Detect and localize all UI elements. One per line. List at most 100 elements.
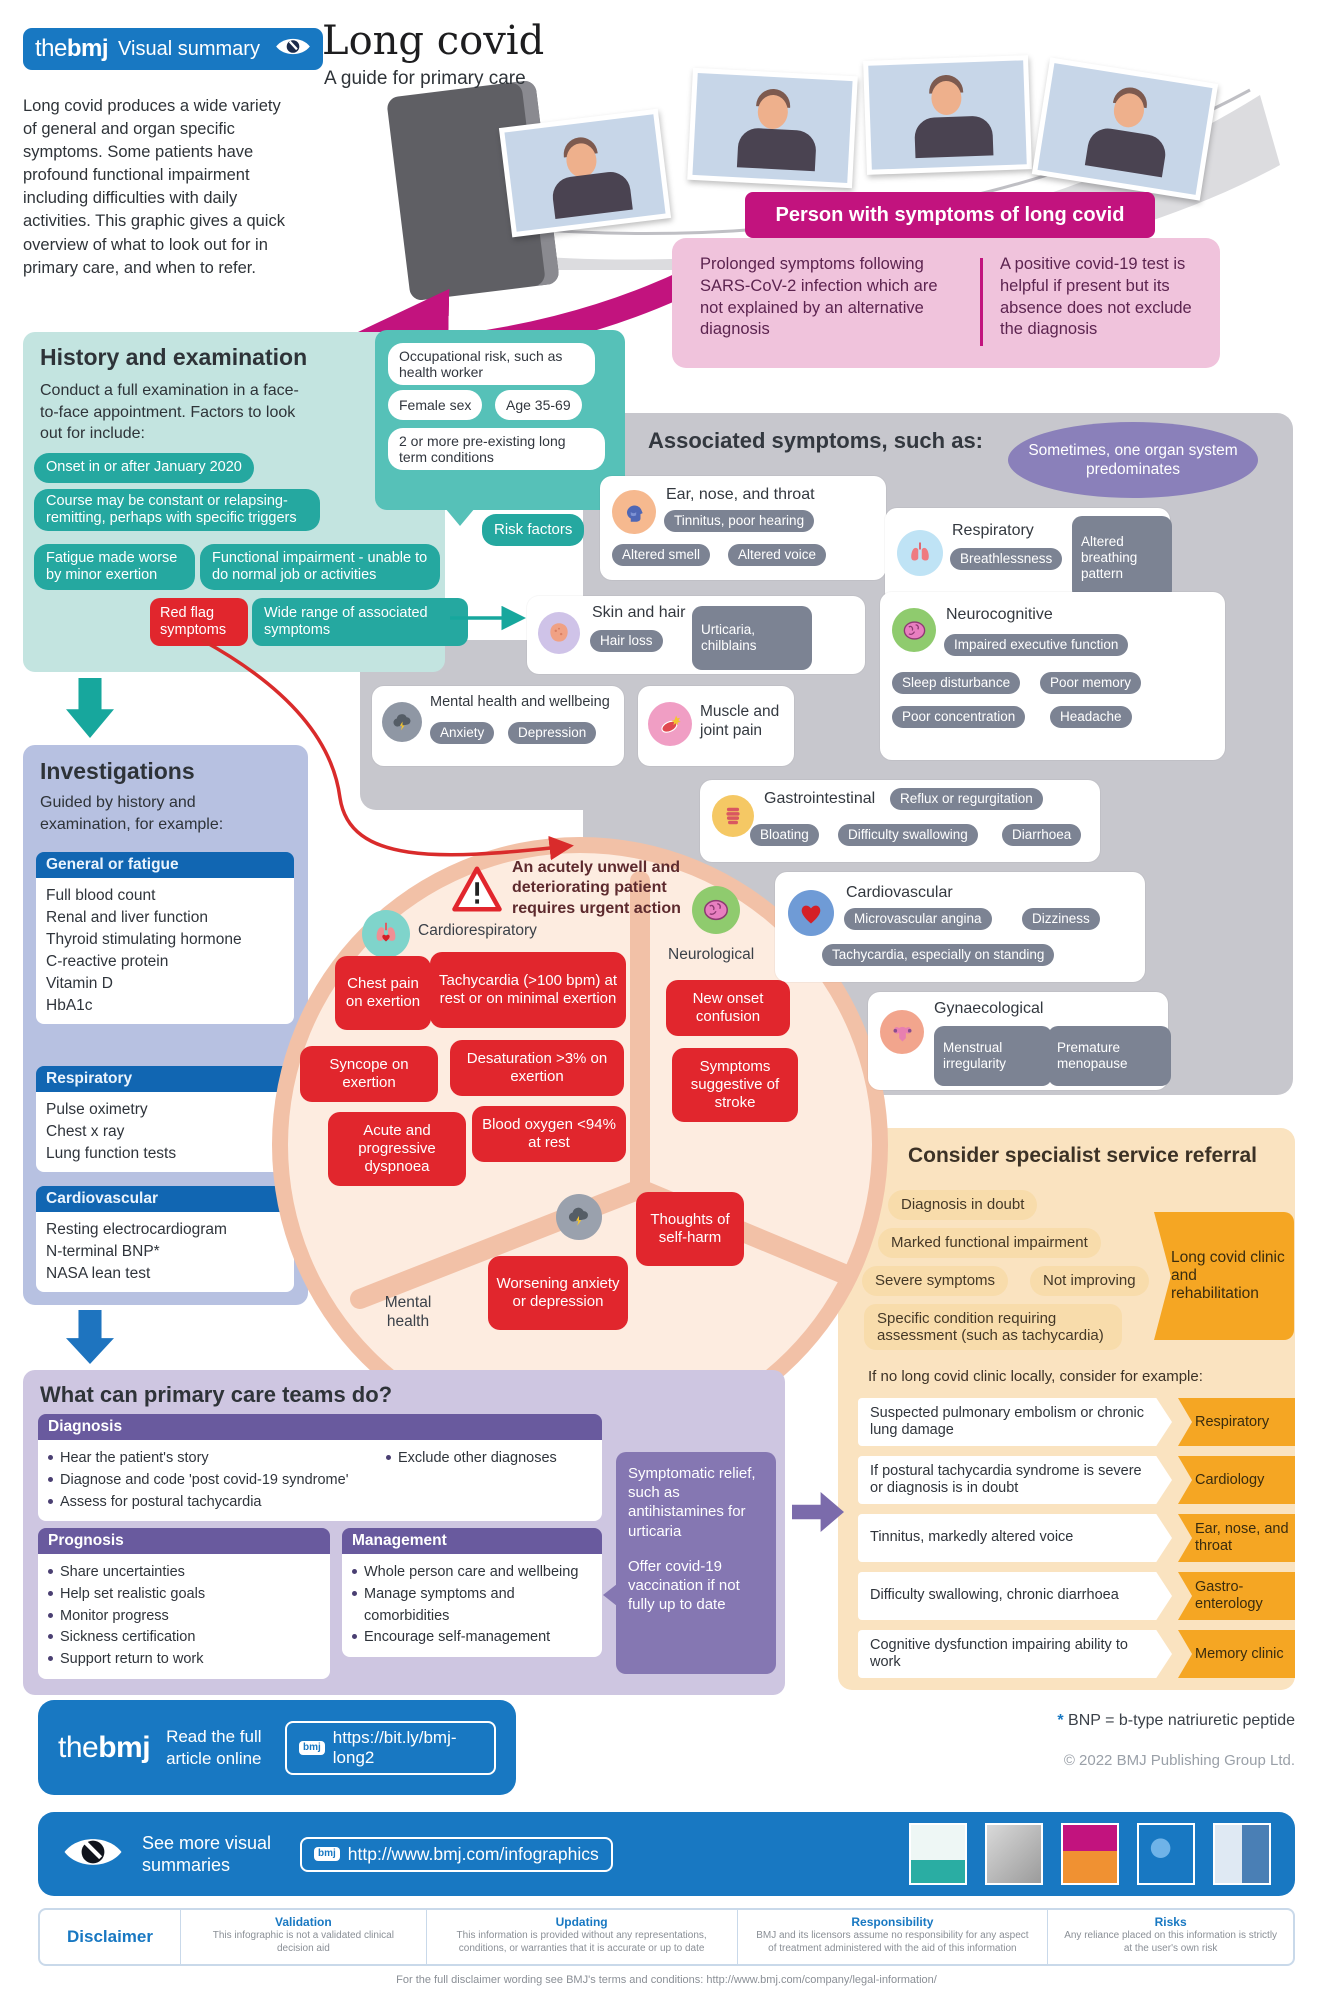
referral-criterion: Severe symptoms	[862, 1266, 1009, 1296]
symptom-pill: Poor memory	[1040, 672, 1142, 694]
disclaimer-risks: Risks Any reliance placed on this inform…	[1047, 1910, 1293, 1964]
symptom-box: Premature menopause	[1048, 1026, 1171, 1086]
referral-title: Consider specialist service referral	[907, 1144, 1258, 1167]
referral-row-symptom: Tinnitus, markedly altered voice	[858, 1514, 1172, 1562]
warning-triangle-icon	[450, 864, 504, 914]
eye-icon	[62, 1833, 124, 1876]
respiratory-title: Respiratory	[952, 522, 1034, 539]
red-flag-symptoms-pill: Red flag symptoms	[150, 598, 248, 646]
management-bullet: Whole person care and wellbeing	[352, 1562, 592, 1584]
referral-criterion: Diagnosis in doubt	[888, 1190, 1038, 1220]
mental-health-label: Mental health	[384, 1294, 432, 1330]
referral-row-service: Cardiology	[1178, 1456, 1295, 1504]
prognosis-bullet: Support return to work	[48, 1649, 320, 1671]
read-article-label: Read the full article online	[166, 1727, 262, 1768]
symptom-pill: Tinnitus, poor hearing	[664, 510, 815, 532]
history-desc: Conduct a full examination in a face-to-…	[40, 382, 299, 443]
see-more-link[interactable]: bmj http://www.bmj.com/infographics	[300, 1836, 613, 1872]
disclaimer-responsibility: Responsibility BMJ and its licensors ass…	[736, 1910, 1048, 1964]
disclaimer-bar: Disclaimer Validation This infographic i…	[38, 1908, 1295, 1966]
intestine-icon	[712, 795, 754, 837]
page-title: Long covid	[322, 18, 545, 64]
wide-range-pill: Wide range of associated symptoms	[252, 598, 468, 646]
primary-care-title: What can primary care teams do?	[40, 1382, 393, 1407]
symptom-pill: Depression	[508, 722, 597, 744]
lungs-icon	[897, 530, 943, 576]
diagnosis-bullet: Diagnose and code 'post covid-19 syndrom…	[48, 1470, 368, 1492]
management-bullet: Manage symptoms and comorbidities	[352, 1584, 592, 1628]
badge-label: Visual summary	[118, 37, 260, 60]
investigation-item: C-reactive protein	[46, 953, 169, 970]
urgent-action-warning: An acutely unwell and deteriorating pati…	[512, 859, 681, 917]
symptom-box: Urticaria, chilblains	[692, 606, 812, 670]
heart-icon	[788, 890, 834, 936]
risk-factor-item: Occupational risk, such as health worker	[388, 343, 595, 385]
referral-criterion: Marked functional impairment	[878, 1228, 1101, 1258]
red-flag-box: Tachycardia (>100 bpm) at rest or on min…	[430, 952, 626, 1028]
investigation-item: Lung function tests	[46, 1145, 177, 1162]
red-flag-box: New onset confusion	[666, 980, 790, 1036]
storm-cloud-icon	[556, 1194, 602, 1240]
brain-icon	[692, 886, 740, 934]
symptom-pill: Bloating	[750, 824, 819, 846]
no-clinic-note: If no long covid clinic locally, conside…	[868, 1368, 1203, 1385]
divider	[980, 258, 983, 346]
bmj-logo: thebmj	[58, 1730, 151, 1764]
disclaimer-updating: Updating This information is provided wi…	[425, 1910, 737, 1964]
gynaecological-title: Gynaecological	[934, 1000, 1044, 1017]
relief-text-2: Offer covid-19 vaccination if not fully …	[628, 1557, 740, 1614]
referral-row-symptom: Cognitive dysfunction impairing ability …	[858, 1630, 1172, 1678]
diagnosis-exclude: Exclude other diagnoses	[386, 1448, 592, 1470]
cardiorespiratory-label: Cardiorespiratory	[418, 922, 537, 939]
investigation-item: Renal and liver function	[46, 909, 208, 926]
symptom-pill: Altered smell	[612, 544, 711, 566]
mental-health-title: Mental health and wellbeing	[430, 694, 610, 710]
risk-factor-item: Female sex	[388, 390, 483, 420]
read-article-link[interactable]: bmj https://bit.ly/bmj-long2	[284, 1720, 496, 1775]
symptom-pill: Impaired executive function	[944, 634, 1129, 656]
infographic-thumbnail	[1137, 1823, 1195, 1885]
referral-row-symptom: Suspected pulmonary embolism or chronic …	[858, 1398, 1172, 1446]
one-organ-note: Sometimes, one organ system predominates	[1008, 422, 1258, 498]
disclaimer-label: Disclaimer	[67, 1927, 153, 1946]
bmj-badge: thebmj Visual summary	[23, 28, 323, 70]
investigation-item: N-terminal BNP*	[46, 1243, 160, 1260]
gastrointestinal-title: Gastrointestinal	[764, 790, 876, 807]
ent-head-icon	[612, 490, 656, 534]
investigation-item: Vitamin D	[46, 975, 113, 992]
red-flag-box: Chest pain on exertion	[335, 956, 431, 1030]
red-flag-box: Worsening anxiety or depression	[488, 1256, 628, 1330]
disclaimer-col-text: Any reliance placed on this information …	[1064, 1930, 1278, 1954]
prognosis-bullet: Sickness certification	[48, 1627, 320, 1649]
patient-banner-left: Prolonged symptoms following SARS-CoV-2 …	[700, 255, 938, 339]
neurological-label: Neurological	[668, 946, 755, 963]
history-factor-pill: Onset in or after January 2020	[34, 453, 254, 483]
referral-criterion: Not improving	[1030, 1266, 1149, 1296]
diagnosis-header: Diagnosis	[38, 1414, 602, 1440]
read-article-box: thebmj Read the full article online bmj …	[38, 1700, 516, 1795]
investigations-group-respiratory: Respiratory Pulse oximetry Chest x ray L…	[36, 1066, 294, 1172]
brain-icon	[892, 608, 936, 652]
see-more-url[interactable]: http://www.bmj.com/infographics	[347, 1843, 599, 1864]
infographic-thumbnail	[985, 1823, 1043, 1885]
patient-banner-box	[672, 238, 1220, 368]
red-flag-box: Syncope on exertion	[300, 1046, 438, 1102]
disclaimer-col-text: This infographic is not a validated clin…	[212, 1930, 394, 1954]
symptom-pill: Dizziness	[1022, 908, 1100, 930]
risk-factors-label: Risk factors	[482, 514, 585, 546]
patient-banner-title: Person with symptoms of long covid	[745, 192, 1155, 238]
prognosis-header: Prognosis	[38, 1528, 330, 1554]
investigations-title: Investigations	[40, 758, 195, 784]
referral-row-service: Respiratory	[1178, 1398, 1295, 1446]
terms-line[interactable]: For the full disclaimer wording see BMJ'…	[396, 1974, 937, 1986]
investigation-item: Resting electrocardiogram	[46, 1221, 227, 1238]
investigations-group-cardiovascular: Cardiovascular Resting electrocardiogram…	[36, 1186, 294, 1292]
eye-icon	[275, 35, 311, 63]
red-flag-box: Symptoms suggestive of stroke	[672, 1048, 798, 1122]
associated-symptoms-title: Associated symptoms, such as:	[648, 428, 984, 453]
bmj-logo: thebmj	[35, 35, 109, 62]
infographic-thumbnail	[1213, 1823, 1271, 1885]
infographic-thumbnail	[1061, 1823, 1119, 1885]
read-article-url[interactable]: https://bit.ly/bmj-long2	[332, 1727, 457, 1767]
